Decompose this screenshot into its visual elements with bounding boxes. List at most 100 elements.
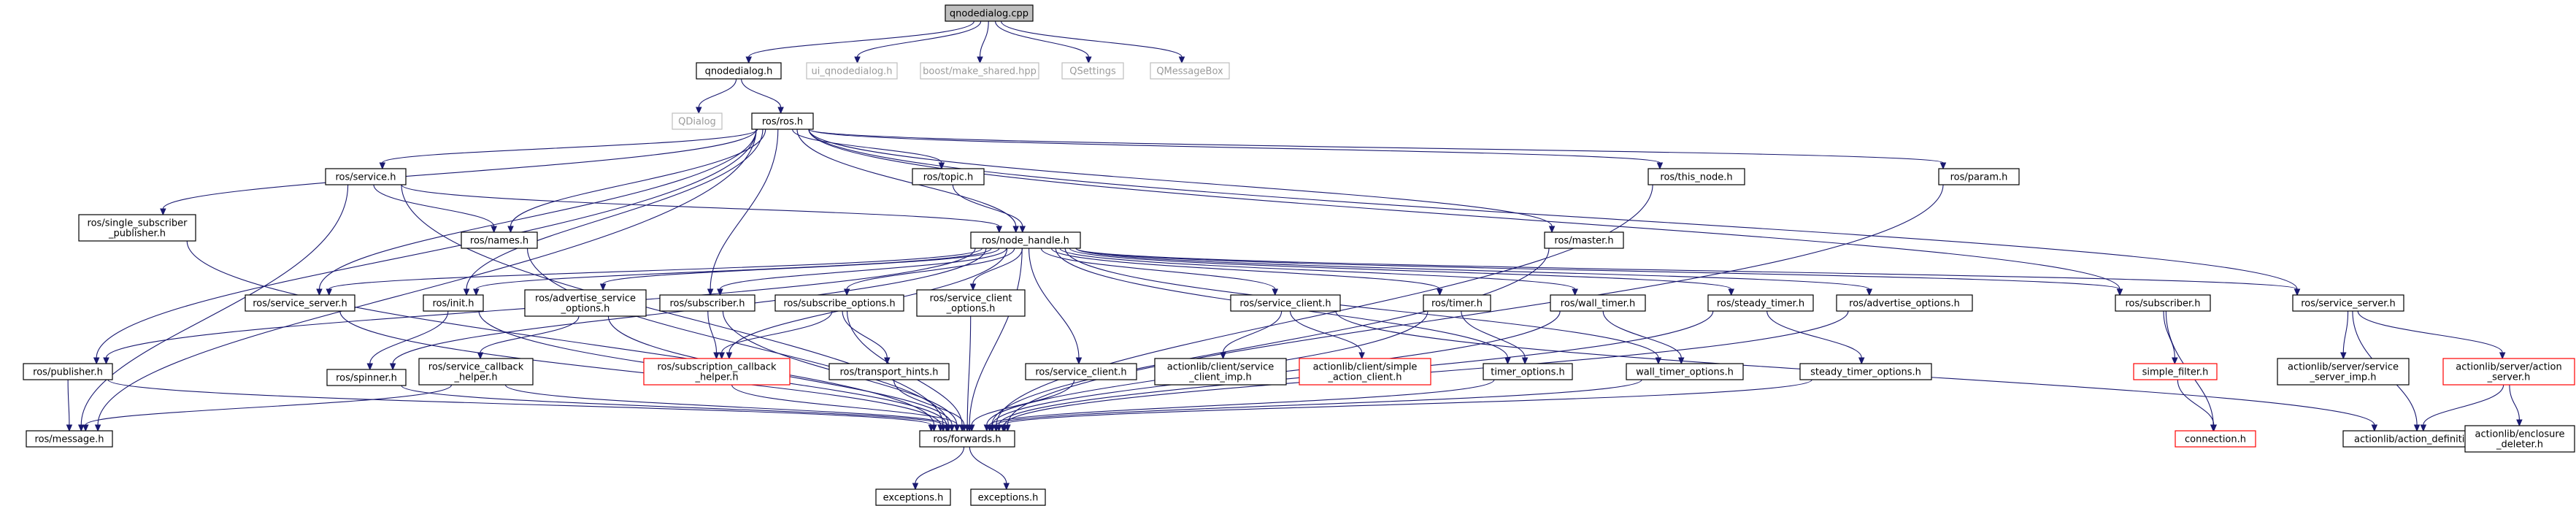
edge-ros-node-handle-h-to-ros-forwards-h [969, 248, 1023, 426]
node-label: ros/service_server.h [253, 299, 347, 310]
edge-arrowhead [939, 424, 947, 432]
edge-ros-node-handle-h-to-ros-subscriber-h-r [1075, 248, 2121, 290]
node-ros-wall-timer-h[interactable]: ros/wall_timer.h [1550, 294, 1646, 312]
edge-arrowhead [599, 283, 607, 291]
node-qdialog[interactable]: QDialog [672, 112, 723, 130]
node-ros-advertise-options[interactable]: ros/advertise_options.h [1836, 294, 1973, 312]
edge-arrowhead [1548, 226, 1556, 234]
edge-arrowhead [1656, 162, 1664, 170]
node-box [2133, 363, 2218, 380]
node-ros-steady-timer-options[interactable]: steady_timer_options.h [1799, 363, 1932, 380]
edge-ros-param-h-to-ros-forwards-h [1007, 184, 1944, 426]
edge-ros-service-client-h-r-to-al-client-service-client-imp [1223, 310, 1283, 353]
edge-layer [66, 20, 2523, 491]
node-al-server-action-server[interactable]: actionlib/server/action_server.h [2442, 358, 2575, 386]
node-box [1025, 363, 1137, 380]
node-ros-timer-options[interactable]: timer_options.h [1483, 363, 1573, 380]
node-ros-service-server-h-l[interactable]: ros/service_server.h [245, 294, 355, 312]
node-boost-make-shared[interactable]: boost/make_shared.hpp [920, 62, 1039, 80]
node-ros-param-h[interactable]: ros/param.h [1938, 168, 2020, 185]
node-label: _publisher.h [108, 229, 166, 239]
edge-ros-steady-timer-h-to-ros-steady-timer-options [1766, 310, 1862, 359]
node-al-client-service-client-imp[interactable]: actionlib/client/service_client_imp.h [1154, 358, 1287, 386]
edge-ros-service-client-h-r-to-al-client-simple-action-client [1289, 310, 1363, 353]
node-label: ros/subscriber.h [2125, 299, 2200, 310]
edge-ros-forwards-h-to-exceptions-h-r [969, 446, 1007, 484]
edge-arrowhead [160, 208, 166, 216]
node-ros-transport-hints[interactable]: ros/transport_hints.h [828, 363, 950, 380]
edge-ros-node-handle-h-to-ros-timer-h [1050, 248, 1440, 290]
node-label: ros/service_server.h [2301, 299, 2396, 310]
edge-arrowhead [713, 352, 720, 360]
node-qmessagebox[interactable]: QMessageBox [1150, 62, 1230, 80]
node-qnodedialog-cpp[interactable]: qnodedialog.cpp [945, 4, 1034, 22]
node-ros-steady-timer-h[interactable]: ros/steady_timer.h [1707, 294, 1814, 312]
node-ros-subscribe-options[interactable]: ros/subscribe_options.h [774, 294, 904, 312]
node-ros-init-h[interactable]: ros/init.h [423, 294, 484, 312]
node-ros-publisher-h[interactable]: ros/publisher.h [23, 363, 113, 380]
node-al-client-simple-action-client[interactable]: actionlib/client/simple_action_client.h [1299, 358, 1431, 386]
edge-ros-subscriber-h-r-to-simple-filter-h [2163, 310, 2175, 359]
node-ros-forwards-h[interactable]: ros/forwards.h [919, 430, 1015, 448]
node-label: ros/wall_timer.h [1561, 299, 1635, 310]
edge-ros-service-server-h-r-to-al-server-action-server [2357, 310, 2503, 353]
edge-ros-service-server-h-l-to-ros-forwards-h [339, 310, 941, 426]
edge-ros-ros-h-to-ros-master-h [808, 129, 1553, 227]
node-ros-master-h[interactable]: ros/master.h [1544, 231, 1624, 249]
edge-ros-service-h-to-ros-node-handle-h [401, 184, 1000, 227]
node-label: QDialog [678, 117, 716, 128]
edge-ros-node-handle-h-to-ros-service-client-h-l [1029, 248, 1080, 359]
node-simple-filter-h[interactable]: simple_filter.h [2133, 363, 2218, 380]
node-ui-qnodedialog-h[interactable]: ui_qnodedialog.h [806, 62, 898, 80]
node-ros-service-callback-helper[interactable]: ros/service_callback_helper.h [418, 358, 534, 386]
edge-arrowhead [1521, 357, 1529, 365]
node-box [1799, 363, 1932, 380]
node-ros-subscriber-h-l[interactable]: ros/subscriber.h [659, 294, 756, 312]
node-ros-ros-h[interactable]: ros/ros.h [751, 112, 814, 130]
node-ros-node-handle-h[interactable]: ros/node_handle.h [970, 231, 1081, 249]
edge-ros-subscription-callback-helper-to-ros-forwards-h [731, 384, 958, 426]
node-qnodedialog-h[interactable]: qnodedialog.h [696, 62, 782, 80]
edge-arrowhead [944, 424, 951, 432]
node-ros-subscriber-h-r[interactable]: ros/subscriber.h [2115, 294, 2211, 312]
node-ros-wall-timer-options[interactable]: wall_timer_options.h [1626, 363, 1744, 380]
node-box [912, 168, 985, 185]
node-label: ros/publisher.h [33, 367, 103, 378]
node-ros-service-server-h-r[interactable]: ros/service_server.h [2292, 294, 2404, 312]
node-box [659, 294, 756, 312]
node-ros-subscription-callback-helper[interactable]: ros/subscription_callback_helper.h [643, 358, 791, 386]
edge-arrowhead [463, 288, 470, 296]
edge-ros-service-h-to-ros-forwards-h [401, 184, 944, 426]
node-ros-names-h[interactable]: ros/names.h [461, 231, 538, 249]
edge-ros-wall-timer-h-to-ros-wall-timer-options [1602, 310, 1682, 359]
node-ros-service-client-h-l[interactable]: ros/service_client.h [1025, 363, 1137, 380]
node-ros-message-h[interactable]: ros/message.h [26, 430, 113, 448]
edge-ros-service-client-h-l-to-ros-forwards-h [971, 379, 1075, 426]
node-ros-advertise-service-options[interactable]: ros/advertise_service_options.h [524, 289, 647, 317]
node-ros-service-client-h-r[interactable]: ros/service_client.h [1230, 294, 1341, 312]
node-al-enclosure-deleter[interactable]: actionlib/enclosure_deleter.h [2464, 425, 2575, 453]
node-ros-topic-h[interactable]: ros/topic.h [912, 168, 985, 185]
node-al-action-definition[interactable]: actionlib/action_definition.h [2342, 430, 2497, 448]
node-ros-spinner-h[interactable]: ros/spinner.h [326, 369, 407, 386]
edge-ros-service-h-to-ros-message-h [80, 184, 349, 426]
node-qsettings[interactable]: QSettings [1061, 62, 1124, 80]
node-box [1154, 358, 1287, 386]
node-exceptions-h-l[interactable]: exceptions.h [875, 488, 951, 506]
node-al-server-service-server-imp[interactable]: actionlib/server/service_server_imp.h [2277, 358, 2410, 386]
node-label: ros/single_subscriber [88, 218, 188, 229]
node-ros-timer-h[interactable]: ros/timer.h [1423, 294, 1491, 312]
node-ros-single-sub-pub[interactable]: ros/single_subscriber_publisher.h [78, 214, 196, 242]
node-label: ros/advertise_options.h [1849, 299, 1960, 310]
node-label: actionlib/server/service [2288, 362, 2399, 373]
node-connection-h[interactable]: connection.h [2175, 430, 2256, 448]
node-label: _action_client.h [1327, 372, 1402, 383]
node-exceptions-h-r[interactable]: exceptions.h [970, 488, 1046, 506]
node-ros-service-client-options[interactable]: ros/service_client_options.h [916, 289, 1026, 317]
edge-ros-ros-h-to-ros-publisher-h [96, 129, 757, 359]
node-ros-service-h[interactable]: ros/service.h [325, 168, 407, 185]
node-box [806, 62, 898, 80]
edge-arrowhead [1655, 357, 1662, 365]
edge-arrowhead [1728, 288, 1734, 296]
node-ros-this-node-h[interactable]: ros/this_node.h [1648, 168, 1745, 185]
